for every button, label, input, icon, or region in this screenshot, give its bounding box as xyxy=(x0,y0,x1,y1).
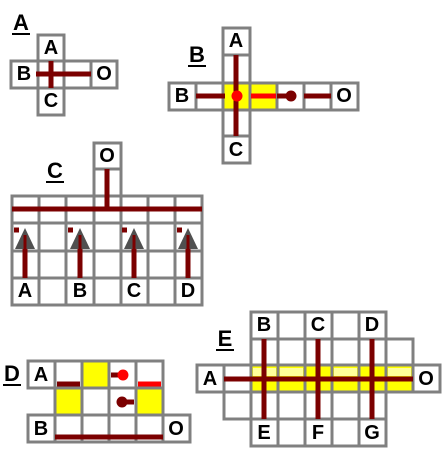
panel-d-label-left: B xyxy=(34,418,48,440)
panel-b-label-top: A xyxy=(229,30,243,52)
panel-d-red-dot xyxy=(117,369,129,381)
panel-b-dark-dot xyxy=(285,90,297,102)
panel-c-title: C xyxy=(47,158,63,183)
panel-e-label-bottom-2: F xyxy=(312,422,324,444)
panel-d-title: D xyxy=(4,361,20,386)
panel-b: B A B O C xyxy=(167,26,360,165)
panel-c: C xyxy=(10,141,204,307)
panel-c-label-bottom-2: B xyxy=(73,280,87,302)
panel-c-label-bottom-4: D xyxy=(181,280,195,302)
panel-e-label-top-3: D xyxy=(365,314,379,336)
panel-d-dark-dot xyxy=(116,396,128,408)
panel-b-title: B xyxy=(189,42,205,67)
panel-a-title: A xyxy=(13,10,29,35)
panel-a-label-right: O xyxy=(96,63,112,85)
panel-e-label-top-2: C xyxy=(311,314,325,336)
panel-a-label-left: B xyxy=(17,63,31,85)
panel-e-title: E xyxy=(218,326,233,351)
panel-e-label-top-1: B xyxy=(257,314,271,336)
panel-b-red-dot xyxy=(231,90,243,102)
panel-b-label-bottom: C xyxy=(229,139,243,161)
panel-d-label-out: O xyxy=(168,418,184,440)
panel-e: E xyxy=(195,310,442,448)
panel-c-label-bottom-1: A xyxy=(18,280,32,302)
panel-a: A A B O C xyxy=(9,10,119,117)
panel-d: D A B O xyxy=(3,359,192,444)
panel-a-label-bottom: C xyxy=(44,90,58,112)
panel-e-label-left: A xyxy=(203,368,217,390)
panel-c-label-top: O xyxy=(99,145,115,167)
panel-b-label-left: B xyxy=(175,85,189,107)
panel-c-label-bottom-3: C xyxy=(127,280,141,302)
panel-b-label-right: O xyxy=(336,85,352,107)
panel-a-label-top: A xyxy=(44,37,58,59)
panel-e-label-bottom-1: E xyxy=(257,422,270,444)
panel-e-label-right: O xyxy=(418,368,434,390)
panel-e-label-bottom-3: G xyxy=(364,422,380,444)
panel-d-label-in: A xyxy=(34,364,48,386)
